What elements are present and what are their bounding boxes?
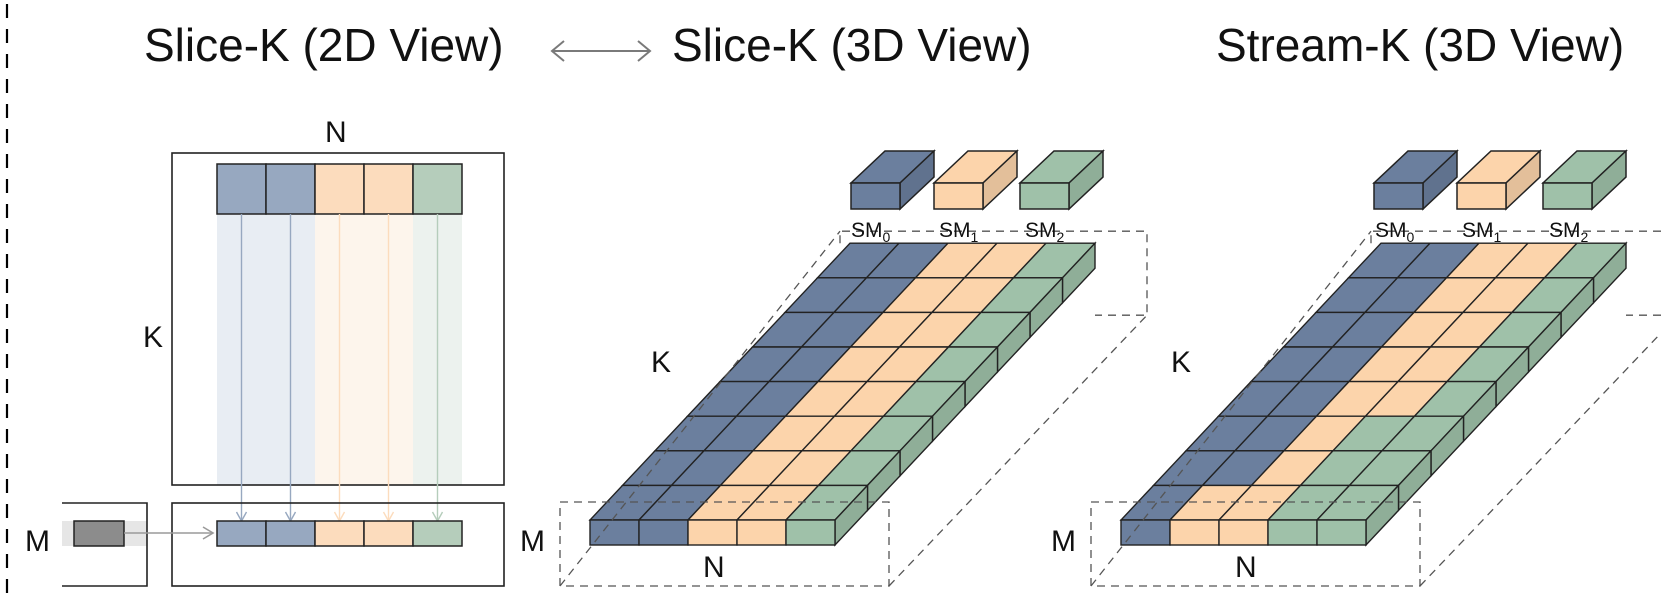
dashed-bounding-box-front — [559, 230, 1148, 587]
sm-label-base: SM — [1375, 219, 1407, 242]
front-face — [785, 519, 836, 546]
b-tile — [412, 163, 463, 215]
sm2-label-slice: SM2 — [1025, 220, 1064, 244]
k-label-2d: K — [143, 321, 164, 354]
sm1-label-stream: SM1 — [1462, 220, 1501, 244]
front-face — [1267, 519, 1318, 546]
sm2-cube-icon — [1018, 149, 1105, 211]
sm-label-sub: 2 — [1580, 229, 1589, 246]
front-face — [589, 519, 640, 546]
front-face — [1169, 519, 1220, 546]
n-label-2d: N — [325, 116, 347, 149]
b-tile — [265, 163, 316, 215]
n-label-slice-3d: N — [703, 551, 725, 584]
c-matrix-box — [171, 502, 505, 587]
dashed-bounding-box — [839, 230, 1148, 316]
title-slice-k-3d: Slice-K (3D View) — [672, 19, 1032, 71]
sm-label-sub: 0 — [1406, 229, 1415, 246]
sm-label-sub: 0 — [882, 229, 891, 246]
sm1-cube-icon — [932, 149, 1019, 211]
front-face — [638, 519, 689, 546]
front-face — [1120, 519, 1171, 546]
m-label-slice-3d: M — [520, 525, 545, 558]
k-label-slice-3d: K — [651, 346, 672, 379]
sm2-label-stream: SM2 — [1549, 220, 1588, 244]
c-tile — [314, 520, 365, 547]
bidirectional-arrow-icon — [550, 40, 652, 62]
front-face — [1316, 519, 1367, 546]
sm-label-base: SM — [1025, 219, 1057, 242]
b-matrix-box — [171, 152, 505, 486]
front-face — [687, 519, 738, 546]
a-matrix-box — [62, 502, 148, 587]
sm-label-sub: 1 — [970, 229, 979, 246]
sm2-cube-icon — [1541, 149, 1628, 211]
sm1-label-slice: SM1 — [939, 220, 978, 244]
n-label-stream-3d: N — [1235, 551, 1257, 584]
m-label-2d: M — [25, 525, 50, 558]
b-tile — [216, 163, 267, 215]
front-face — [1218, 519, 1269, 546]
dashed-bounding-box-front — [1090, 230, 1661, 587]
sm-label-sub: 2 — [1056, 229, 1065, 246]
sm-label-base: SM — [1549, 219, 1581, 242]
sm-label-base: SM — [851, 219, 883, 242]
sm0-cube-icon — [849, 149, 936, 211]
sm-label-base: SM — [1462, 219, 1494, 242]
sm1-cube-icon — [1455, 149, 1542, 211]
front-face — [736, 519, 787, 546]
k-label-stream-3d: K — [1171, 346, 1192, 379]
sm0-cube-icon — [1372, 149, 1459, 211]
sm0-label-stream: SM0 — [1375, 220, 1414, 244]
c-tile — [265, 520, 316, 547]
c-tile — [412, 520, 463, 547]
b-tile — [314, 163, 365, 215]
m-label-stream-3d: M — [1051, 525, 1076, 558]
title-stream-k-3d: Stream-K (3D View) — [1216, 19, 1625, 71]
sm-label-base: SM — [939, 219, 971, 242]
sm0-label-slice: SM0 — [851, 220, 890, 244]
sm-label-sub: 1 — [1493, 229, 1502, 246]
title-slice-k-2d: Slice-K (2D View) — [144, 19, 504, 71]
